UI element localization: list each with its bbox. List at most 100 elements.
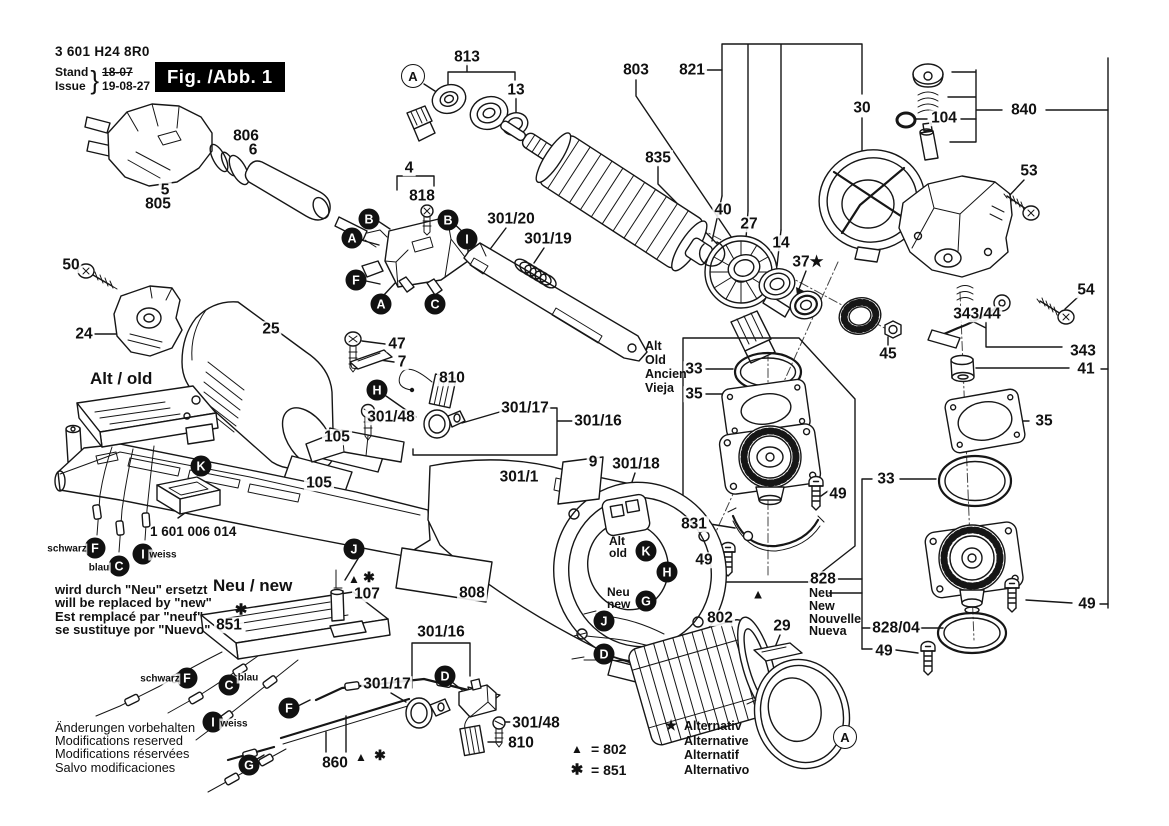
- replacement-note-line: wird durch "Neu" ersetzt: [55, 582, 208, 597]
- figure-label: Fig. /Abb. 1: [155, 62, 285, 92]
- wire-color-label: blau: [236, 672, 260, 684]
- alt-old-heading-line: Alt / old: [90, 369, 153, 388]
- symbol-triangle: ▲: [348, 572, 360, 586]
- part-label-7: 7: [395, 353, 409, 371]
- o-ring-828-04: [936, 611, 1008, 655]
- part-label-14: 14: [770, 234, 792, 252]
- modifications-note-line: Änderungen vorbehalten: [55, 720, 196, 735]
- old-variant-note-line: Alt: [645, 339, 662, 353]
- part-label-29: 29: [771, 617, 793, 635]
- part-label-33: 33: [683, 360, 705, 378]
- superseded-date: 18-07: [102, 65, 133, 79]
- issue-labels: Stand Issue: [55, 65, 89, 93]
- cord-guard-806: [244, 160, 388, 248]
- part-label-813: 813: [452, 48, 482, 66]
- callout-d: D: [434, 665, 456, 687]
- spring-301-19: [514, 258, 557, 289]
- callout-d: D: [593, 643, 615, 665]
- support-frame: [156, 476, 221, 515]
- part-label-54: 54: [1075, 281, 1097, 299]
- part-label-851: 851: [214, 616, 244, 634]
- callout-j: J: [343, 538, 365, 560]
- new-switch-plate: [95, 569, 391, 741]
- callout-g: G: [238, 754, 260, 776]
- part-label-37-: 37★: [790, 253, 826, 271]
- part-label-35: 35: [1033, 412, 1055, 430]
- washer-stack: [698, 241, 823, 364]
- issue-dates: 18-07 19-08-27: [102, 65, 151, 93]
- part-label-818: 818: [407, 187, 437, 205]
- legend-triangle-value-line: = 802: [591, 741, 627, 757]
- old-variant-note-line: Vieja: [645, 381, 674, 395]
- issue-brace: }: [90, 64, 100, 95]
- part-label-6: 6: [246, 141, 260, 159]
- callout-k: K: [635, 540, 657, 562]
- part-label-301-18: 301/18: [610, 455, 662, 473]
- callout-b: B: [437, 209, 459, 231]
- part-label-343-44: 343/44: [951, 305, 1003, 323]
- callout-c: C: [424, 293, 446, 315]
- alternative-note-line: Alternatif: [684, 748, 739, 763]
- new-variant-note-line: Nouvelle: [809, 611, 862, 626]
- part-label-35: 35: [683, 385, 705, 403]
- new-variant-note-line: Nueva: [809, 624, 847, 639]
- symbol-asterisk: ✱: [374, 747, 386, 763]
- part-label-45: 45: [877, 345, 899, 363]
- part-label-821: 821: [677, 61, 707, 79]
- part-label-41: 41: [1075, 360, 1097, 378]
- plate-7: [349, 349, 393, 370]
- callout-g: G: [635, 590, 657, 612]
- part-label-301-16: 301/16: [572, 412, 624, 430]
- type-number: 3 601 H24 8R0: [55, 44, 150, 59]
- callout-c: C: [108, 555, 130, 577]
- bearing-cover-29: [746, 642, 851, 770]
- old-variant-box: [682, 337, 856, 583]
- clip-301-18: [601, 493, 651, 537]
- gasket-35-new: [944, 388, 1026, 454]
- part-label-5: 5: [158, 181, 172, 199]
- part-label-810: 810: [437, 369, 467, 387]
- neu-new-heading: Neu / new: [213, 577, 292, 595]
- spring-clip-831: [727, 507, 825, 552]
- old-variant-note-line: Ancien: [645, 367, 687, 381]
- slider-301-20: [463, 242, 648, 362]
- rod-860: [226, 697, 412, 762]
- pinion-45: [838, 297, 902, 339]
- part-label-301-17: 301/17: [499, 399, 551, 417]
- new-variant-note-line: Neu: [809, 586, 833, 600]
- alt-old-heading: Alt / old: [90, 370, 152, 388]
- modifications-note-line: Salvo modificaciones: [55, 759, 176, 775]
- alternative-note-line: Alternativo: [684, 762, 750, 777]
- callout-f: F: [84, 537, 106, 559]
- part-label-831: 831: [679, 515, 709, 533]
- legend-star-value: = 851: [591, 763, 626, 778]
- part-label-301-48: 301/48: [510, 714, 562, 732]
- alternative-note-line: Alternative: [684, 733, 749, 748]
- legend-triangle-value: = 802: [591, 742, 626, 757]
- symbol-triangle: ▲: [571, 742, 583, 756]
- pin-107: [330, 590, 345, 622]
- plug-805: [84, 103, 250, 187]
- carbon-brush-810-lower: [459, 724, 485, 757]
- part-label-805: 805: [143, 195, 173, 213]
- issue-date: 19-08-27: [102, 78, 151, 93]
- wire-color-label: schwarz: [46, 543, 88, 555]
- bearing-flange-828: [924, 521, 1024, 614]
- part-label-49: 49: [873, 642, 895, 660]
- part-label-343: 343: [1068, 342, 1098, 360]
- bearing-flange-old: [718, 423, 822, 506]
- screw-301-48-lower: [492, 716, 506, 748]
- part-label-301-1: 301/1: [497, 468, 541, 486]
- alternative-note-line: Alternativ: [684, 719, 742, 733]
- neu-new-heading-line: Neu / new: [213, 576, 293, 595]
- bracket-24: [113, 285, 183, 357]
- callout-a: A: [370, 293, 392, 315]
- alt-old-small-line: Alt: [609, 534, 625, 548]
- gear-housing: [898, 175, 1013, 278]
- part-label-840: 840: [1009, 101, 1039, 119]
- bearing-set-813: [406, 83, 529, 142]
- wire-color-label: schwarz: [139, 673, 181, 685]
